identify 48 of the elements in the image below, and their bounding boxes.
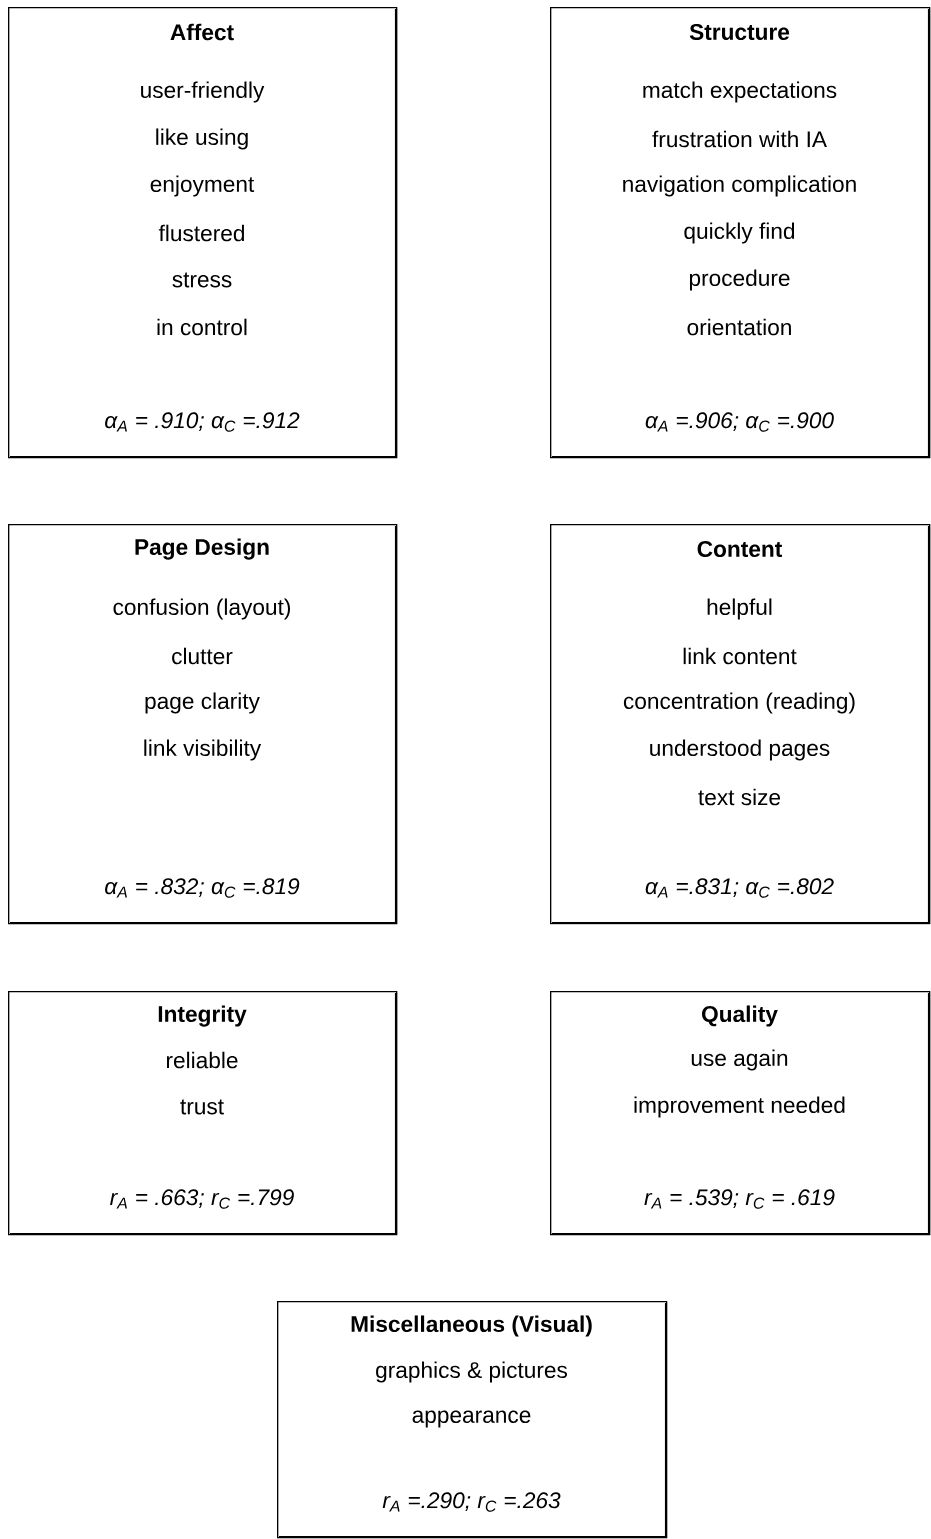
factor-box	[8, 524, 398, 925]
list-item: clutter	[172, 647, 233, 665]
list-item: navigation complication	[623, 175, 856, 197]
statistic: r$_{A}$ = .663; r$_{C}$ =.799	[110, 1189, 294, 1209]
statistic: α$_{A}$ = .910; α$_{C}$ =.912	[105, 412, 300, 432]
list-item: appearance	[412, 1410, 531, 1428]
heading: Miscellaneous (Visual)	[351, 1315, 592, 1337]
list-item: enjoyment	[150, 175, 255, 197]
list-item: confusion (layout)	[113, 598, 290, 620]
statistic: α$_{A}$ =.906; α$_{C}$ =.900	[645, 412, 834, 432]
list-item: graphics & pictures	[376, 1361, 567, 1383]
list-item: link visibility	[144, 739, 262, 761]
list-item: flustered	[158, 224, 244, 242]
list-item: improvement needed	[634, 1096, 845, 1118]
list-item: like using	[156, 128, 248, 150]
heading: Content	[697, 541, 783, 558]
list-item: helpful	[707, 598, 772, 620]
factor-box	[550, 524, 931, 925]
list-item: use again	[691, 1049, 788, 1071]
heading: Integrity	[158, 1005, 247, 1027]
list-item: stress	[172, 272, 232, 288]
list-item: page clarity	[145, 692, 260, 714]
list-item: understood pages	[650, 739, 830, 761]
list-item: concentration (reading)	[623, 692, 855, 714]
statistic: r$_{A}$ = .539; r$_{C}$ = .619	[644, 1189, 835, 1209]
list-item: quickly find	[684, 222, 795, 244]
list-item: trust	[180, 1099, 224, 1115]
heading: Structure	[689, 24, 790, 41]
list-item: frustration with IA	[652, 130, 827, 148]
heading: Affect	[170, 23, 234, 41]
factor-box	[277, 1301, 668, 1539]
statistic: r$_{A}$ =.290; r$_{C}$ =.263	[382, 1492, 561, 1512]
list-item: in control	[157, 318, 247, 336]
heading: Page Design	[135, 538, 269, 560]
list-item: user-friendly	[141, 81, 265, 103]
list-item: orientation	[687, 318, 791, 336]
statistic: α$_{A}$ = .832; α$_{C}$ =.819	[105, 878, 300, 898]
factor-box	[8, 7, 398, 459]
list-item: procedure	[689, 269, 790, 291]
statistic: α$_{A}$ =.831; α$_{C}$ =.802	[645, 878, 834, 898]
factor-box	[550, 991, 931, 1236]
list-item: reliable	[166, 1051, 238, 1069]
list-item: text size	[698, 788, 781, 806]
list-item: match expectations	[643, 81, 837, 103]
list-item: link content	[683, 647, 797, 665]
heading: Quality	[702, 1005, 778, 1027]
factor-box	[550, 7, 931, 459]
factor-box	[8, 991, 398, 1236]
